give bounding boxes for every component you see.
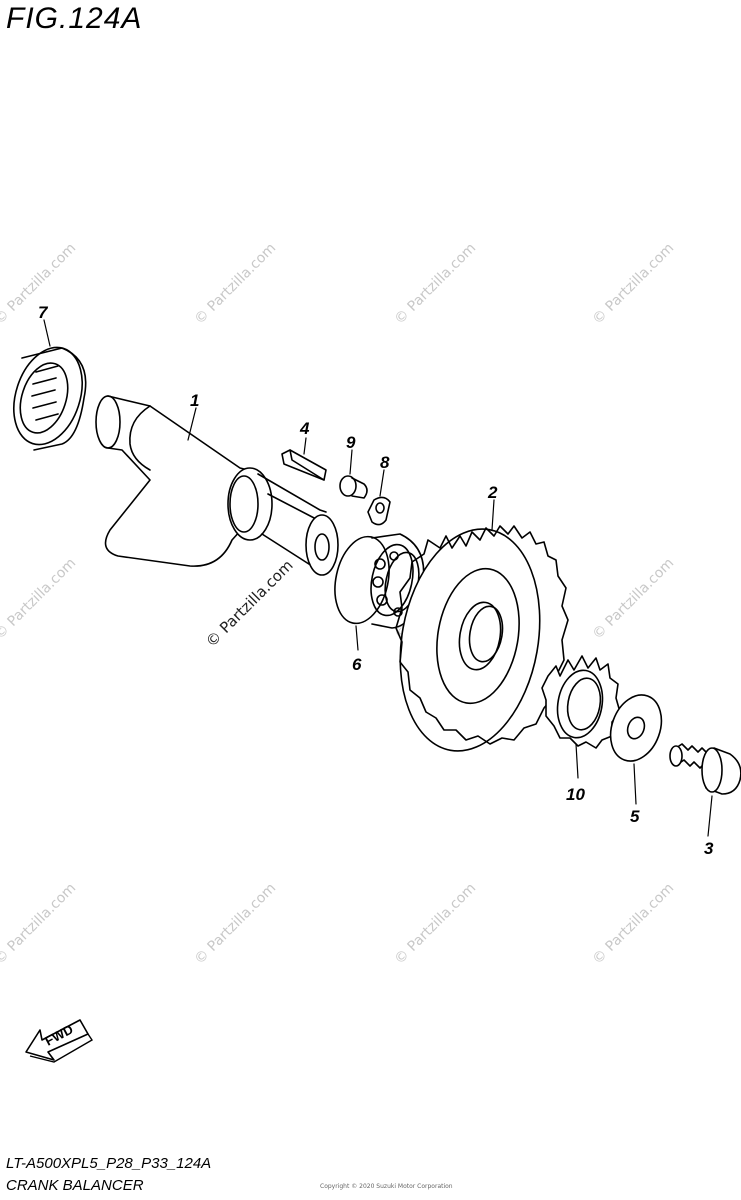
part-5-washer[interactable] xyxy=(602,688,670,768)
fwd-arrow-icon: FWD xyxy=(25,1019,93,1063)
watermark: © Partzilla.com xyxy=(192,880,280,968)
part-4-key[interactable] xyxy=(281,449,327,481)
callout-5: 5 xyxy=(630,807,640,826)
watermark: © Partzilla.com xyxy=(590,555,678,643)
callouts: 7 1 4 9 8 2 6 10 5 3 xyxy=(38,303,714,858)
watermark: © Partzilla.com xyxy=(0,555,79,643)
part-8-lock-plate[interactable] xyxy=(367,496,391,526)
part-10-gear[interactable] xyxy=(541,655,621,749)
part-7-needle-bearing[interactable] xyxy=(2,339,94,454)
callout-9: 9 xyxy=(346,433,356,452)
watermark: © Partzilla.com xyxy=(590,240,678,328)
callout-8: 8 xyxy=(380,453,390,472)
callout-3: 3 xyxy=(704,839,714,858)
callout-10: 10 xyxy=(566,785,585,804)
watermark: © Partzilla.com xyxy=(392,240,480,328)
callout-2: 2 xyxy=(487,483,498,502)
watermark: © Partzilla.com xyxy=(192,240,280,328)
callout-4: 4 xyxy=(299,419,310,438)
watermark: © Partzilla.com xyxy=(590,880,678,968)
part-1-balancer-shaft[interactable] xyxy=(95,395,339,576)
footer-diagram-name: CRANK BALANCER xyxy=(6,1177,144,1194)
watermark-center: © Partzilla.com xyxy=(202,556,297,651)
footer-diagram-code: LT-A500XPL5_P28_P33_124A xyxy=(6,1155,212,1172)
part-3-bolt[interactable] xyxy=(669,743,741,795)
figure-title: FIG.124A xyxy=(6,2,143,35)
watermark: © Partzilla.com xyxy=(392,880,480,968)
footer-copyright: Copyright © 2020 Suzuki Motor Corporatio… xyxy=(320,1183,453,1190)
leader-lines xyxy=(43,319,713,837)
callout-6: 6 xyxy=(352,655,362,674)
part-9-bolt[interactable] xyxy=(339,475,368,499)
part-6-ball-bearing[interactable] xyxy=(327,532,425,629)
callout-1: 1 xyxy=(190,391,199,410)
callout-7: 7 xyxy=(38,303,49,322)
watermark: © Partzilla.com xyxy=(0,880,79,968)
